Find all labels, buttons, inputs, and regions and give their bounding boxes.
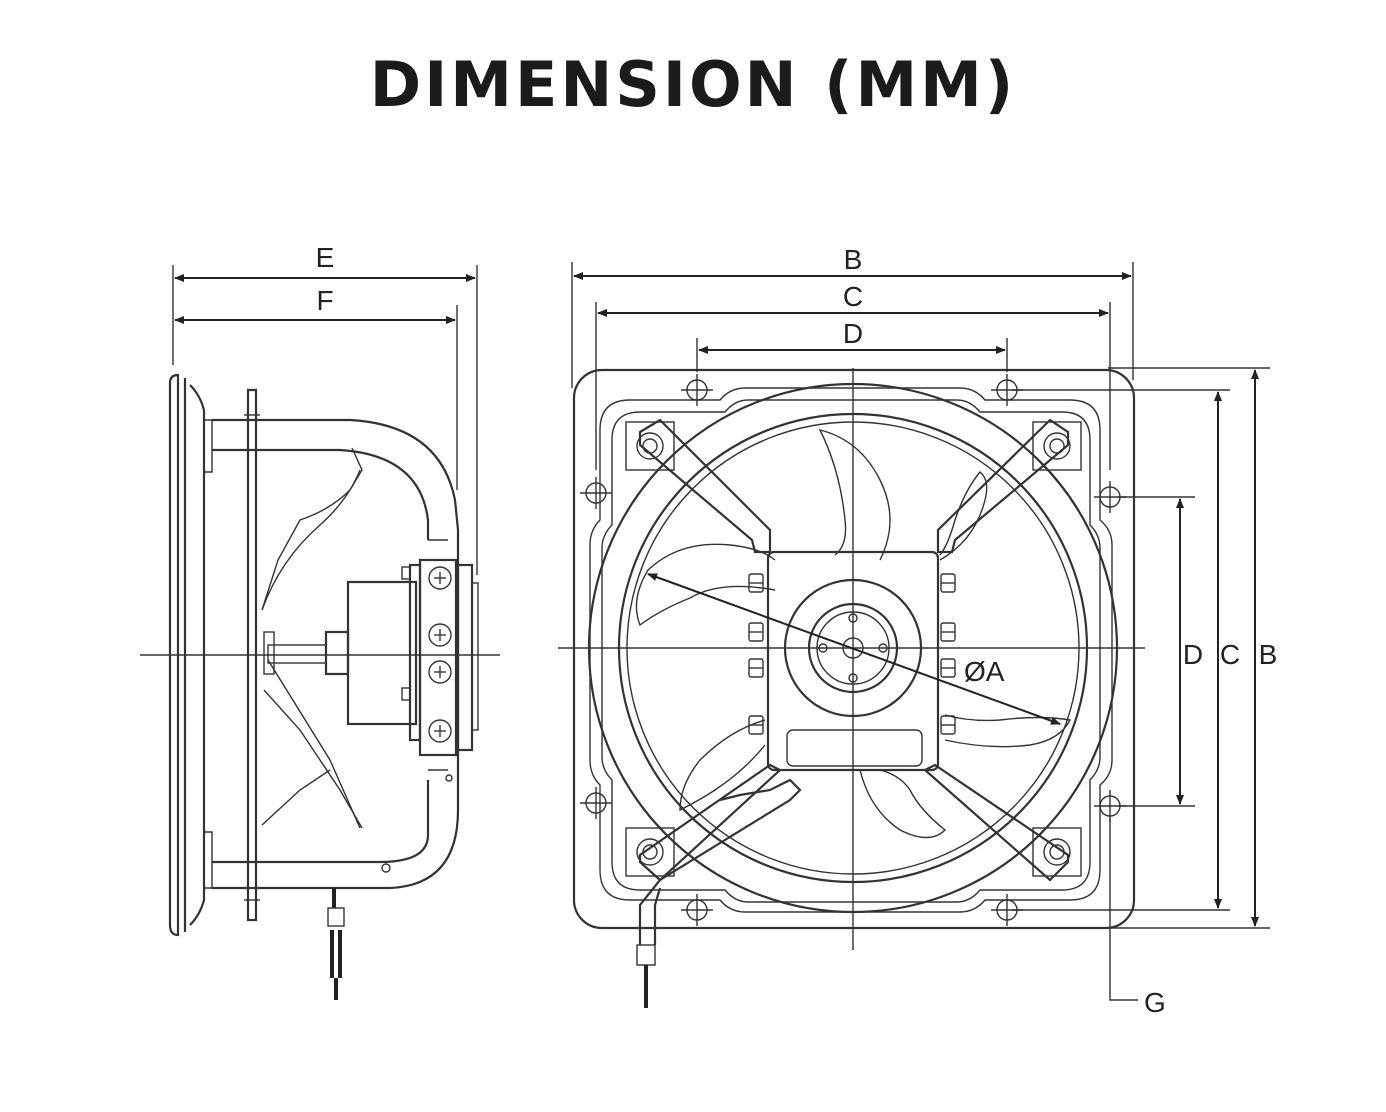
front-view [558, 262, 1270, 1008]
label-d-right: D [1183, 639, 1203, 670]
label-b-top: B [844, 244, 863, 275]
label-g: G [1144, 987, 1166, 1018]
label-c-right: C [1220, 639, 1240, 670]
label-b-right: B [1259, 639, 1278, 670]
label-diameter-a: ØA [964, 656, 1005, 687]
label-f: F [316, 285, 333, 316]
label-e: E [316, 242, 335, 273]
label-c-top: C [843, 281, 863, 312]
side-view [140, 265, 500, 1000]
label-d-top: D [843, 318, 863, 349]
page-title: DIMENSION (MM) [369, 48, 1017, 121]
